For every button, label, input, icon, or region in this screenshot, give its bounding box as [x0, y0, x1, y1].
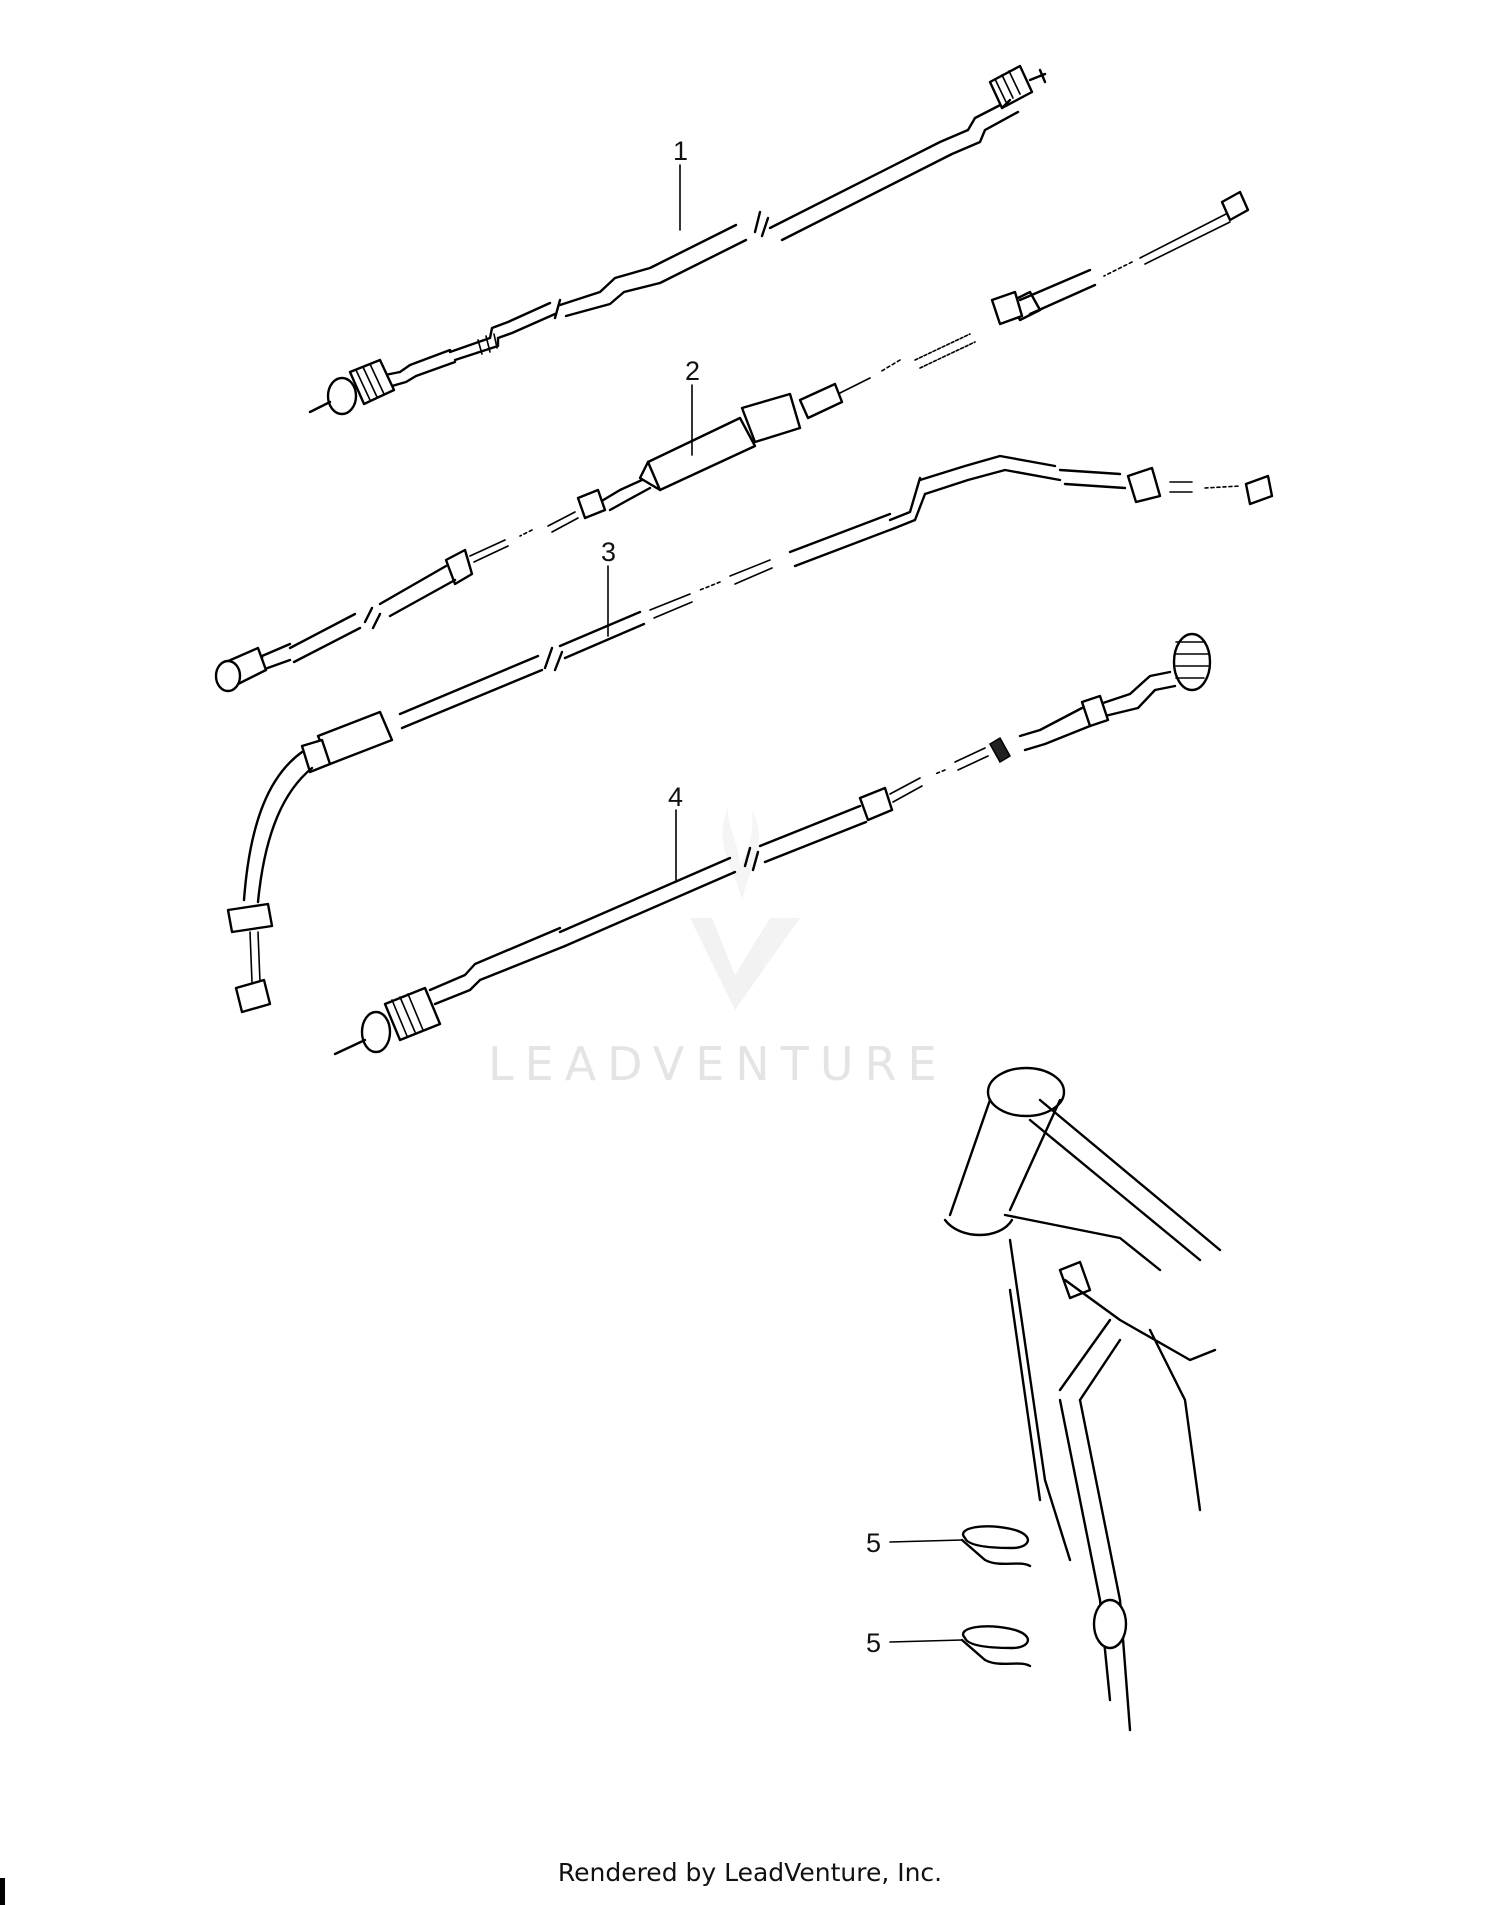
callout-label-5-upper: 5 [866, 1528, 881, 1558]
callout-label-1: 1 [673, 136, 688, 166]
callout-3: 3 [601, 537, 616, 637]
callout-5-upper: 5 [866, 1528, 963, 1558]
watermark-text: LEADVENTURE [488, 1037, 948, 1091]
callout-5-lower: 5 [866, 1628, 963, 1658]
part-4-tachometer-cable [333, 632, 1212, 1056]
edge-mark [0, 1878, 5, 1905]
part-1-speedometer-cable [308, 64, 1047, 416]
callout-1: 1 [673, 136, 688, 231]
watermark: LEADVENTURE [488, 808, 948, 1091]
callout-label-5-lower: 5 [866, 1628, 881, 1658]
clamp-lower [960, 1625, 1032, 1668]
callout-label-4: 4 [668, 782, 683, 812]
part-2-clutch-cable [214, 190, 1250, 693]
callout-label-2: 2 [685, 356, 700, 386]
callout-4: 4 [668, 782, 683, 881]
leadventure-logo-icon [690, 808, 800, 1010]
part-3-throttle-cable [226, 454, 1274, 1014]
callout-label-3: 3 [601, 537, 616, 567]
callout-2: 2 [685, 356, 700, 456]
footer-credit: Rendered by LeadVenture, Inc. [557, 1858, 943, 1887]
clamp-upper [960, 1525, 1032, 1568]
frame-headstock-illustration [943, 1066, 1222, 1732]
